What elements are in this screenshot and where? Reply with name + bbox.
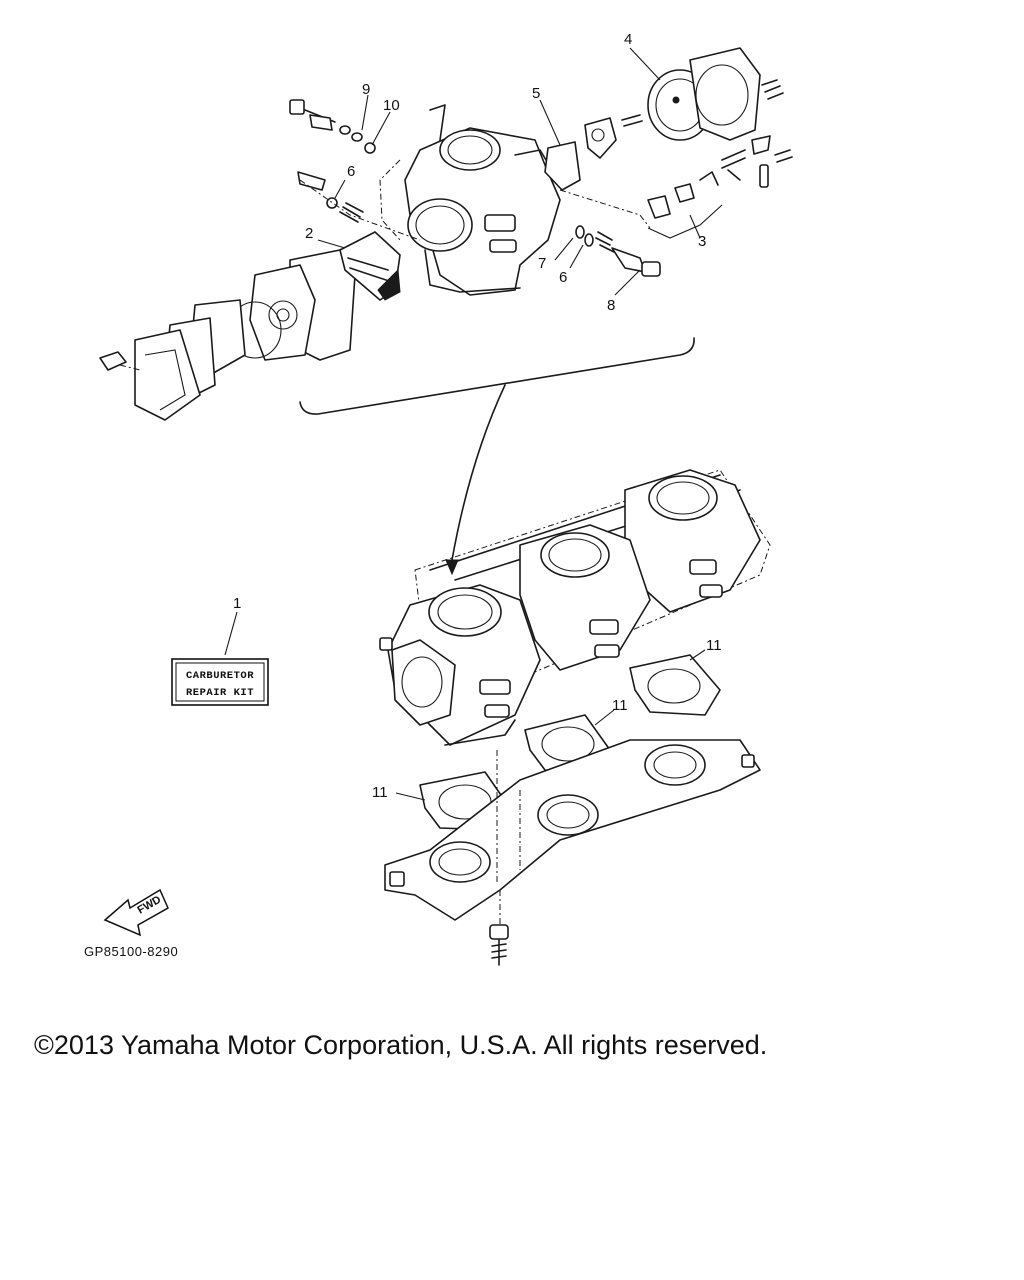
callout-11-lower: 11	[372, 784, 388, 801]
callout-7: 7	[538, 255, 546, 272]
callout-2: 2	[305, 225, 313, 242]
callout-9: 9	[362, 81, 370, 98]
callout-11-middle: 11	[612, 697, 628, 714]
gasket-11-upper	[629, 654, 721, 716]
repair-kit-label: CARBURETOR REPAIR KIT	[171, 658, 269, 706]
callout-1: 1	[233, 595, 241, 612]
callout-8: 8	[607, 297, 615, 314]
fwd-direction-icon: FWD	[103, 888, 169, 937]
exploded-parts-diagram: CARBURETOR REPAIR KIT FWD 1 2 3 4 5 6 6 …	[99, 31, 793, 966]
small-parts-left	[289, 99, 421, 241]
diagram-code: GP85100-8290	[84, 944, 179, 959]
callout-10: 10	[383, 97, 400, 114]
callout-3: 3	[698, 233, 706, 250]
assembly-bracket	[299, 337, 695, 415]
callout-11-upper: 11	[706, 637, 722, 654]
diaphragm-part-2	[339, 231, 401, 301]
carburetor-bank-assembly	[379, 469, 771, 746]
callout-6-lower: 6	[559, 269, 567, 286]
assembly-arrow	[451, 384, 506, 561]
intake-manifold	[384, 739, 761, 921]
callout-6-upper: 6	[347, 163, 355, 180]
callout-5: 5	[532, 85, 540, 102]
callout-4: 4	[624, 31, 632, 48]
repair-kit-line2: REPAIR KIT	[186, 687, 254, 699]
mounting-screw	[489, 890, 509, 966]
copyright-notice: ©2013 Yamaha Motor Corporation, U.S.A. A…	[34, 1030, 768, 1060]
repair-kit-line1: CARBURETOR	[186, 670, 254, 682]
float-chamber-cover-assembly	[99, 249, 356, 421]
callout-leaders	[224, 47, 706, 801]
single-carburetor-body	[379, 104, 561, 296]
small-parts-right	[544, 47, 793, 277]
